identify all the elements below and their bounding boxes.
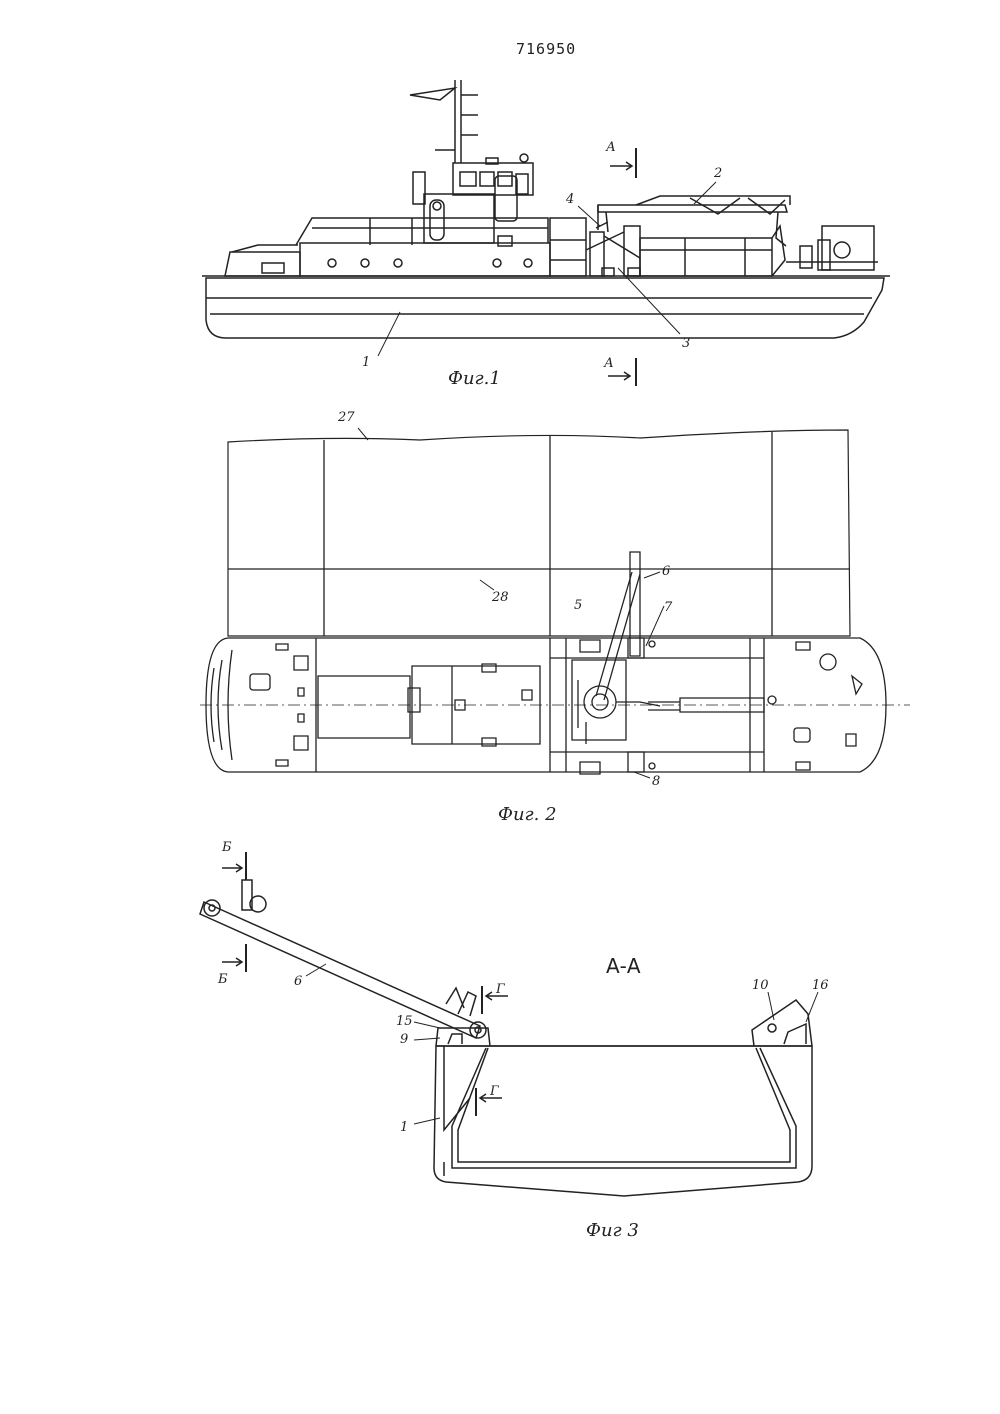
callout-hull-section: 1 [400,1120,408,1135]
section-mark-b-bottom: Б [218,972,228,987]
section-mark-g-top: Г [496,982,505,997]
figure-3-caption: Фиг 3 [586,1220,639,1241]
section-mark-b-top: Б [222,840,232,855]
callout-bracket-left-top: 15 [396,1014,413,1029]
section-mark-g-bottom: Г [490,1084,499,1099]
callout-bracket-right-top: 16 [812,978,829,993]
callout-bracket-left: 9 [400,1032,408,1047]
boom-section [200,902,480,1038]
section-title: А-А [606,954,641,978]
callout-bracket-right: 10 [752,978,769,993]
callout-boom-section: 6 [294,974,302,989]
hull-section [434,1046,812,1196]
